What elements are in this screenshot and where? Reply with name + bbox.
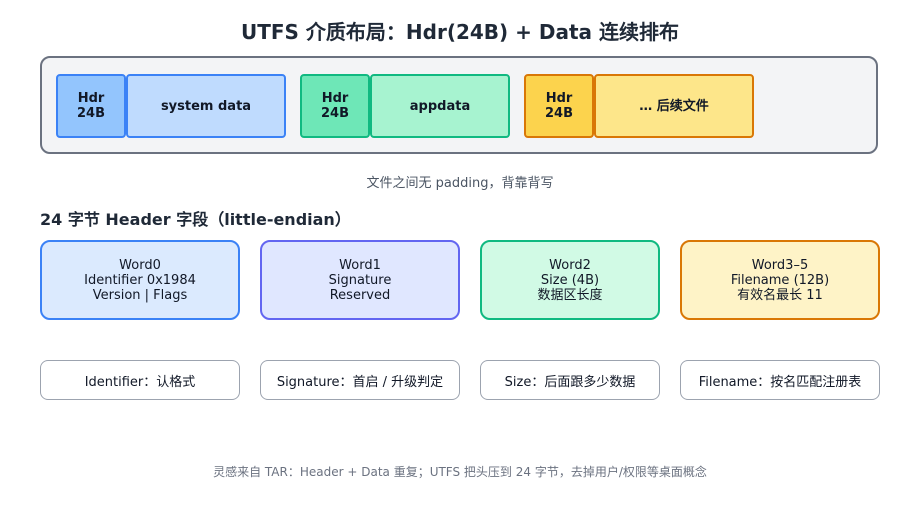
note-filename: Filename：按名匹配注册表 bbox=[680, 360, 880, 400]
header-word2-box: Word2 Size (4B) 数据区长度 bbox=[480, 240, 660, 320]
record-1-header-size: 24B bbox=[77, 106, 105, 121]
word2-name: Word2 bbox=[549, 257, 591, 273]
record-2-header-label: Hdr bbox=[321, 91, 349, 106]
record-2-header-size: 24B bbox=[321, 106, 349, 121]
word0-line3: Version | Flags bbox=[92, 287, 188, 303]
word2-line2: Size (4B) bbox=[540, 272, 600, 288]
record-3-data-label: … 后续文件 bbox=[639, 98, 709, 114]
word2-line3: 数据区长度 bbox=[537, 287, 603, 303]
record-1-data: system data bbox=[126, 74, 286, 138]
record-3-header-size: 24B bbox=[545, 106, 573, 121]
note-identifier-text: Identifier：认格式 bbox=[84, 374, 196, 390]
note-size: Size：后面跟多少数据 bbox=[480, 360, 660, 400]
note-signature-text: Signature：首启 / 升级判定 bbox=[276, 374, 444, 390]
header-word0-box: Word0 Identifier 0x1984 Version | Flags bbox=[40, 240, 240, 320]
record-1-data-label: system data bbox=[160, 98, 252, 114]
word1-line3: Reserved bbox=[329, 287, 391, 303]
record-1-header-label: Hdr bbox=[77, 91, 105, 106]
record-2-data: appdata bbox=[370, 74, 510, 138]
record-3-data: … 后续文件 bbox=[594, 74, 754, 138]
word0-line2: Identifier 0x1984 bbox=[84, 272, 196, 288]
footer-note: 灵感来自 TAR：Header + Data 重复；UTFS 把头压到 24 字… bbox=[213, 465, 707, 479]
word1-line2: Signature bbox=[328, 272, 392, 288]
note-filename-text: Filename：按名匹配注册表 bbox=[698, 374, 862, 390]
word3-5-line2: Filename (12B) bbox=[730, 272, 830, 288]
word1-name: Word1 bbox=[339, 257, 381, 273]
page-title: UTFS 介质布局：Hdr(24B) + Data 连续排布 bbox=[241, 20, 679, 44]
word3-5-name: Word3–5 bbox=[751, 257, 809, 273]
header-word3-5-box: Word3–5 Filename (12B) 有效名最长 11 bbox=[680, 240, 880, 320]
note-signature: Signature：首启 / 升级判定 bbox=[260, 360, 460, 400]
note-size-text: Size：后面跟多少数据 bbox=[504, 374, 636, 390]
record-3-header-label: Hdr bbox=[545, 91, 573, 106]
record-2-data-label: appdata bbox=[409, 98, 471, 114]
media-caption: 文件之间无 padding，背靠背写 bbox=[366, 176, 554, 191]
header-word1-box: Word1 Signature Reserved bbox=[260, 240, 460, 320]
note-identifier: Identifier：认格式 bbox=[40, 360, 240, 400]
word0-name: Word0 bbox=[119, 257, 161, 273]
word3-5-line3: 有效名最长 11 bbox=[737, 287, 823, 303]
header-section-title: 24 字节 Header 字段（little-endian） bbox=[40, 210, 351, 229]
